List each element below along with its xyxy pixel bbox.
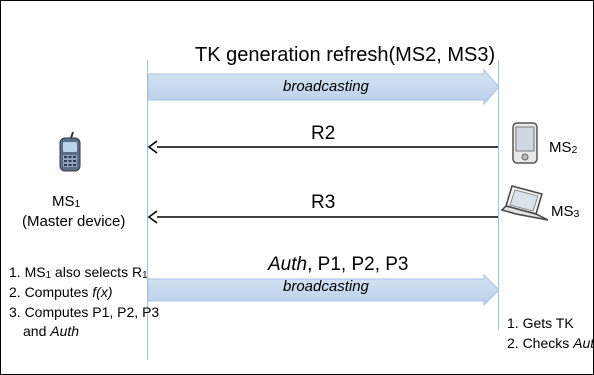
ms1-step-2: 2. Computes f(x) xyxy=(9,284,112,300)
ms1-step-1-sub: 1 xyxy=(45,269,52,281)
laptop-icon xyxy=(500,185,549,221)
auth-message-label: Auth, P1, P2, P3 xyxy=(268,254,409,276)
ms1-lifeline xyxy=(147,60,148,360)
ms1-step-3-line-1: 3. Computes P1, P2, P3 xyxy=(9,304,160,320)
ms1-step-2-italic: f(x) xyxy=(92,284,113,300)
recv-step-2: 2. Checks Auth xyxy=(507,335,594,351)
ms3-name: MS3 xyxy=(551,203,579,220)
ms3-sub: 3 xyxy=(573,208,580,221)
receiver-lifeline xyxy=(498,60,499,330)
recv-step-1: 1. Gets TK xyxy=(507,315,574,331)
message-title: TK generation refresh(MS2, MS3) xyxy=(195,44,496,66)
r3-label: R3 xyxy=(311,192,336,213)
ms1-name: MS1 xyxy=(52,193,80,210)
ms1-role: (Master device) xyxy=(22,213,126,230)
ms2-name-text: MS xyxy=(549,139,572,156)
ms1-step-1-prefix: 1. MS xyxy=(9,264,46,280)
r2-arrow xyxy=(147,140,498,154)
recv-step-2-prefix: 2. Checks xyxy=(507,335,574,351)
ms1-step-3-line-2: and Auth xyxy=(23,323,79,339)
r3-arrow xyxy=(147,210,498,224)
mobile-phone-icon xyxy=(59,131,81,172)
pda-icon xyxy=(512,122,538,164)
ms1-name-text: MS xyxy=(52,193,75,210)
recv-step-2-italic: Auth xyxy=(573,335,594,351)
broadcast-arrow-1 xyxy=(147,68,500,106)
r2-label: R2 xyxy=(311,123,336,144)
auth-term: Auth xyxy=(268,254,308,275)
auth-params: , P1, P2, P3 xyxy=(307,254,409,275)
ms1-step-2-prefix: 2. Computes xyxy=(9,284,93,300)
ms2-name: MS2 xyxy=(549,139,577,156)
ms1-step-1-sub2: 1 xyxy=(142,269,148,281)
ms2-sub: 2 xyxy=(571,144,578,157)
broadcast-label-1: broadcasting xyxy=(283,78,369,95)
ms3-name-text: MS xyxy=(551,203,574,220)
ms1-step-1: 1. MS1 also selects R1 xyxy=(9,264,148,281)
ms1-step-3-line-2-prefix: and xyxy=(23,323,51,339)
ms1-step-3-line-2-italic: Auth xyxy=(50,323,80,339)
broadcast-label-2: broadcasting xyxy=(283,278,369,295)
broadcast-arrow-2 xyxy=(147,273,500,307)
ms1-sub: 1 xyxy=(74,198,81,211)
ms1-step-1-mid: also selects R xyxy=(51,264,143,280)
